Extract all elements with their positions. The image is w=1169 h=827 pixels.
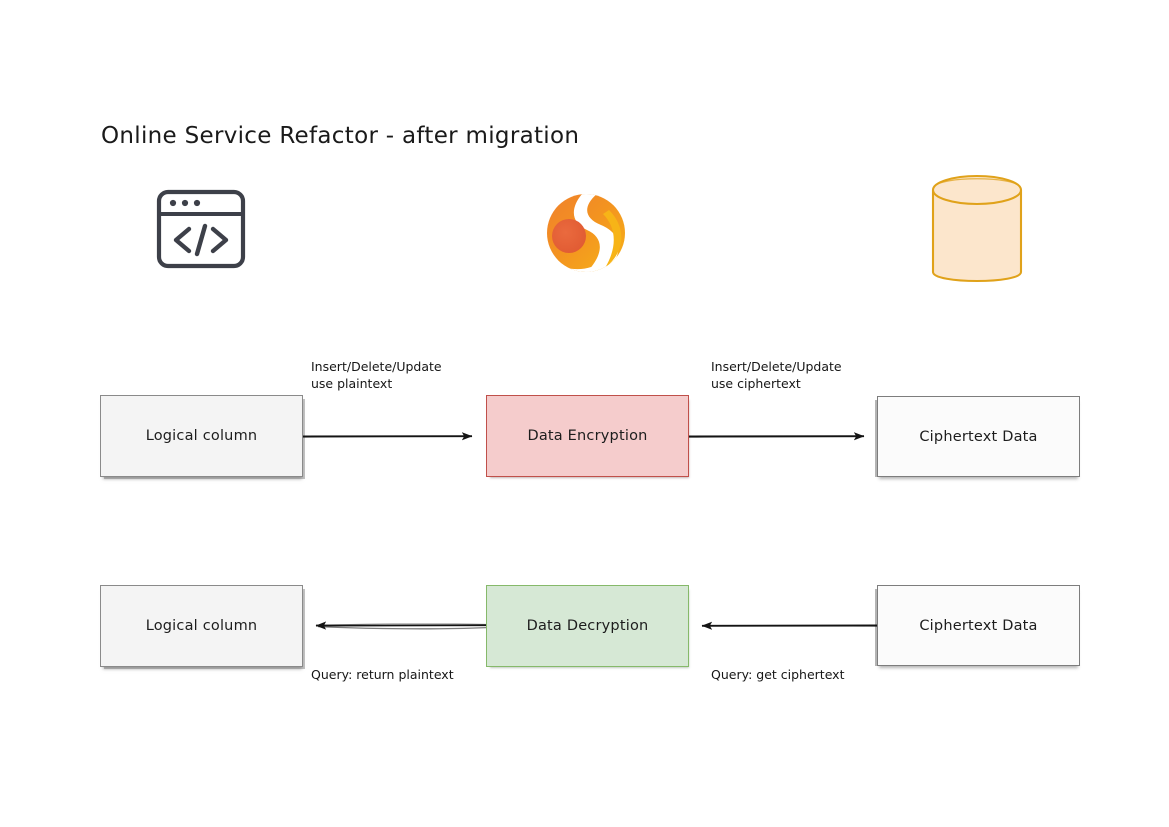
- edge-label-query-return-plaintext: Query: return plaintext: [311, 666, 454, 683]
- edge-ciphertext-to-decryption: [701, 621, 878, 630]
- edge-encryption-to-ciphertext: [688, 432, 865, 441]
- database-cylinder-icon: [925, 168, 1029, 294]
- edge-label-insert-plaintext: Insert/Delete/Update use plaintext: [311, 358, 442, 392]
- edge-decryption-to-logical: [315, 621, 487, 630]
- edge-label-line-1: Insert/Delete/Update: [711, 359, 842, 374]
- app-window-code-icon: [155, 188, 247, 270]
- edge-logical-to-encryption: [302, 432, 473, 441]
- edge-label-line-2: use plaintext: [311, 376, 393, 391]
- node-logical-column-bottom[interactable]: Logical column: [100, 585, 303, 667]
- page-title: Online Service Refactor - after migratio…: [101, 123, 580, 149]
- edge-label-line-1: Query: get ciphertext: [711, 667, 845, 682]
- edge-label-line-1: Insert/Delete/Update: [311, 359, 442, 374]
- node-data-decryption[interactable]: Data Decryption: [486, 585, 689, 667]
- edge-label-insert-ciphertext: Insert/Delete/Update use ciphertext: [711, 358, 842, 392]
- node-label: Logical column: [145, 428, 258, 444]
- node-label: Ciphertext Data: [919, 428, 1038, 445]
- node-ciphertext-data-bottom[interactable]: Ciphertext Data: [877, 585, 1080, 666]
- node-data-encryption[interactable]: Data Encryption: [486, 395, 689, 477]
- edge-label-line-2: use ciphertext: [711, 376, 801, 391]
- node-ciphertext-data-top[interactable]: Ciphertext Data: [877, 396, 1080, 477]
- node-logical-column-top[interactable]: Logical column: [100, 395, 303, 477]
- node-label: Data Encryption: [527, 428, 648, 444]
- edge-label-query-get-ciphertext: Query: get ciphertext: [711, 666, 844, 683]
- node-label: Logical column: [145, 618, 258, 634]
- shardingsphere-logo-icon: [543, 190, 629, 276]
- node-label: Ciphertext Data: [919, 617, 1038, 634]
- node-label: Data Decryption: [526, 618, 649, 634]
- edge-label-line-1: Query: return plaintext: [311, 667, 454, 682]
